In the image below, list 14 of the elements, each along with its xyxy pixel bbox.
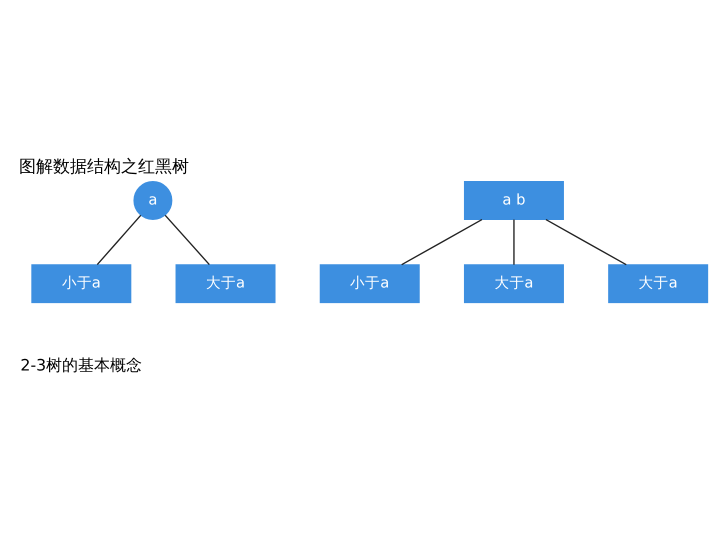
connector [401, 218, 482, 266]
caption: 2-3树的基本概念 [20, 356, 142, 375]
diagram-title: 图解数据结构之红黑树 [18, 156, 189, 176]
node-circle: a [133, 181, 172, 220]
node-box: 小于a [320, 264, 420, 304]
connector [513, 220, 515, 265]
node-box: a b [464, 181, 564, 220]
connector [164, 214, 210, 265]
connector [546, 218, 627, 266]
connector [96, 214, 142, 265]
node-box: 小于a [31, 264, 132, 304]
node-box: 大于a [608, 264, 708, 304]
node-box: 大于a [464, 264, 564, 304]
node-box: 大于a [176, 264, 276, 304]
